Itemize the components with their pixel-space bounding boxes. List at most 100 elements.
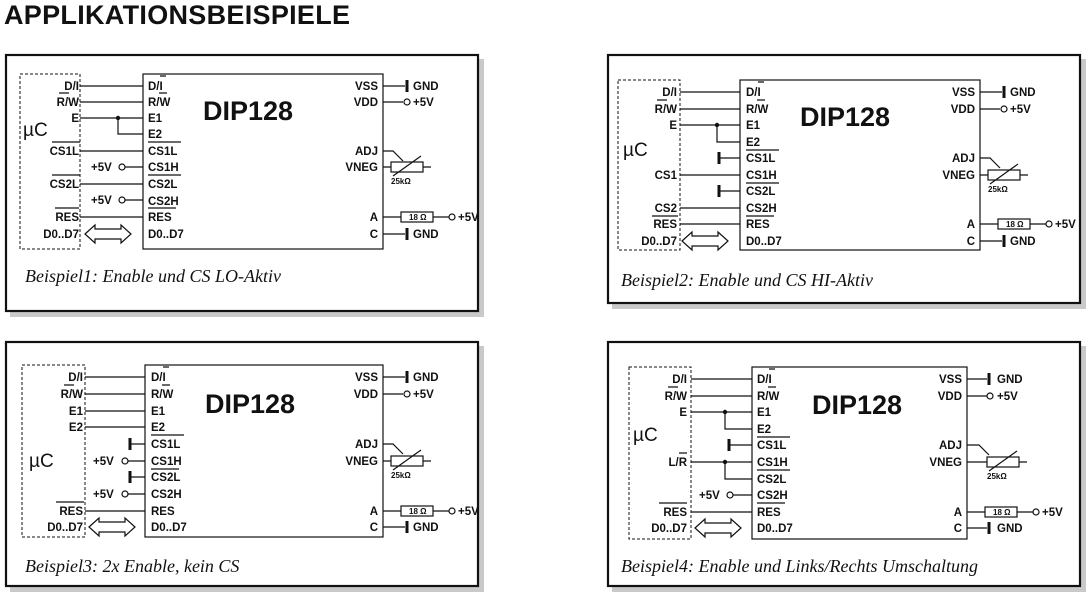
pin-a: A: [370, 506, 378, 518]
pin-rw: R/W: [757, 391, 780, 403]
mcu-signal-cs2: CS2: [655, 203, 677, 215]
pin-data-bus: D0..D7: [746, 236, 782, 248]
mcu-signal-rw: R/W: [655, 104, 678, 116]
pin-e2: E2: [148, 129, 162, 141]
example-caption: Beispiel1: Enable und CS LO-Aktiv: [25, 266, 281, 286]
pin-di: D/I: [746, 87, 761, 99]
data-bus-arrow: [694, 517, 742, 539]
vss-gnd-label: GND: [413, 81, 439, 93]
pot-value: 25kΩ: [391, 177, 411, 186]
vss-gnd-label: GND: [997, 374, 1023, 386]
data-bus-arrow: [84, 223, 132, 245]
mcu-signal-data-bus: D0..D7: [43, 229, 79, 241]
pin-cs2l: CS2L: [757, 474, 786, 486]
pin-adj: ADJ: [952, 153, 975, 165]
backlight-resistor: [984, 506, 1018, 518]
pot-value: 25kΩ: [987, 472, 1007, 481]
mcu-signal-data-bus: D0..D7: [651, 523, 687, 535]
mcu-signal-di: D/I: [68, 372, 83, 384]
mcu-signal-di: D/I: [672, 374, 687, 386]
example-caption: Beispiel2: Enable und CS HI-Aktiv: [621, 270, 873, 290]
mcu-signal-e2: E2: [69, 422, 83, 434]
pin-e1: E1: [757, 407, 772, 419]
pin-vneg: VNEG: [929, 457, 962, 469]
pin-di: D/I: [757, 374, 772, 386]
pin-cs1h: CS1H: [746, 170, 777, 182]
pin-cs1l: CS1L: [148, 146, 177, 158]
pin-cs2h: CS2H: [757, 490, 788, 502]
backlight-supply-label: +5V: [1042, 507, 1063, 519]
pin-e2: E2: [757, 424, 771, 436]
pin-res: RES: [746, 219, 770, 231]
pin-cs2l: CS2L: [151, 472, 180, 484]
chip-name: DIP128: [812, 390, 902, 420]
cs1h-supply: +5V: [93, 456, 114, 468]
pin-a: A: [954, 507, 962, 519]
pin-e2: E2: [746, 137, 760, 149]
potentiometer: [986, 456, 1020, 468]
backlight-supply-label: +5V: [458, 506, 479, 518]
pin-cs2h: CS2H: [148, 196, 179, 208]
pin-cs1h: CS1H: [757, 457, 788, 469]
pin-cs2l: CS2L: [746, 186, 775, 198]
pin-adj: ADJ: [355, 146, 378, 158]
pin-vdd: VDD: [354, 97, 378, 109]
example-4-diagram: µC DIP128 D/I R/W E1 E2 CS1L CS1H CS2L C…: [606, 340, 1086, 592]
pin-vss: VSS: [952, 87, 975, 99]
pin-data-bus: D0..D7: [151, 522, 187, 534]
pin-cs1h: CS1H: [151, 456, 182, 468]
mcu-signal-data-bus: D0..D7: [47, 522, 83, 534]
pin-cs1l: CS1L: [746, 153, 775, 165]
pin-cs1l: CS1L: [757, 440, 786, 452]
vdd-supply-label: +5V: [997, 391, 1018, 403]
mcu-signal-rw: R/W: [665, 391, 688, 403]
pin-cs1l: CS1L: [151, 439, 180, 451]
pin-data-bus: D0..D7: [148, 229, 184, 241]
mcu-signal-e: E: [71, 113, 79, 125]
c-gnd-label: GND: [1010, 236, 1036, 248]
pin-res: RES: [148, 212, 172, 224]
pin-vdd: VDD: [354, 389, 378, 401]
pin-cs1h: CS1H: [148, 162, 179, 174]
mcu-label: µC: [29, 451, 54, 472]
backlight-supply-label: +5V: [1055, 219, 1076, 231]
c-gnd-label: GND: [413, 522, 439, 534]
pin-e1: E1: [746, 120, 761, 132]
pin-adj: ADJ: [355, 439, 378, 451]
vss-gnd-label: GND: [1010, 87, 1036, 99]
pin-c: C: [967, 236, 975, 248]
backlight-resistor: [400, 505, 434, 517]
chip-name: DIP128: [203, 96, 293, 126]
pin-vneg: VNEG: [942, 170, 975, 182]
pin-vss: VSS: [355, 81, 378, 93]
mcu-signal-di: D/I: [64, 81, 79, 93]
potentiometer: [987, 169, 1021, 181]
pin-res: RES: [757, 507, 781, 519]
data-bus-arrow: [88, 516, 136, 538]
potentiometer: [390, 161, 424, 173]
pin-res: RES: [151, 506, 175, 518]
mcu-signal-res: RES: [55, 212, 79, 224]
pin-rw: R/W: [746, 104, 769, 116]
vdd-supply-label: +5V: [413, 389, 434, 401]
chip-name: DIP128: [205, 389, 295, 419]
pin-a: A: [967, 219, 975, 231]
pin-cs2h: CS2H: [151, 489, 182, 501]
backlight-resistor: [997, 218, 1031, 230]
pot-value: 25kΩ: [391, 471, 411, 480]
pin-adj: ADJ: [939, 440, 962, 452]
cs1h-supply: +5V: [91, 162, 112, 174]
example-1-diagram: µC DIP128 D/I R/W E1 E2 CS1L CS1H CS2L C…: [4, 53, 484, 317]
mcu-signal-di: D/I: [662, 87, 677, 99]
pin-e1: E1: [151, 406, 166, 418]
example-caption: Beispiel3: 2x Enable, kein CS: [25, 556, 239, 576]
pin-vss: VSS: [355, 372, 378, 384]
pin-e1: E1: [148, 113, 163, 125]
data-bus-arrow: [681, 230, 729, 252]
pin-e2: E2: [151, 422, 165, 434]
mcu-signal-e: E: [679, 407, 687, 419]
pin-di: D/I: [148, 81, 163, 93]
resistor-value: 18 Ω: [409, 213, 427, 222]
pin-vdd: VDD: [951, 104, 975, 116]
resistor-value: 18 Ω: [993, 508, 1011, 517]
